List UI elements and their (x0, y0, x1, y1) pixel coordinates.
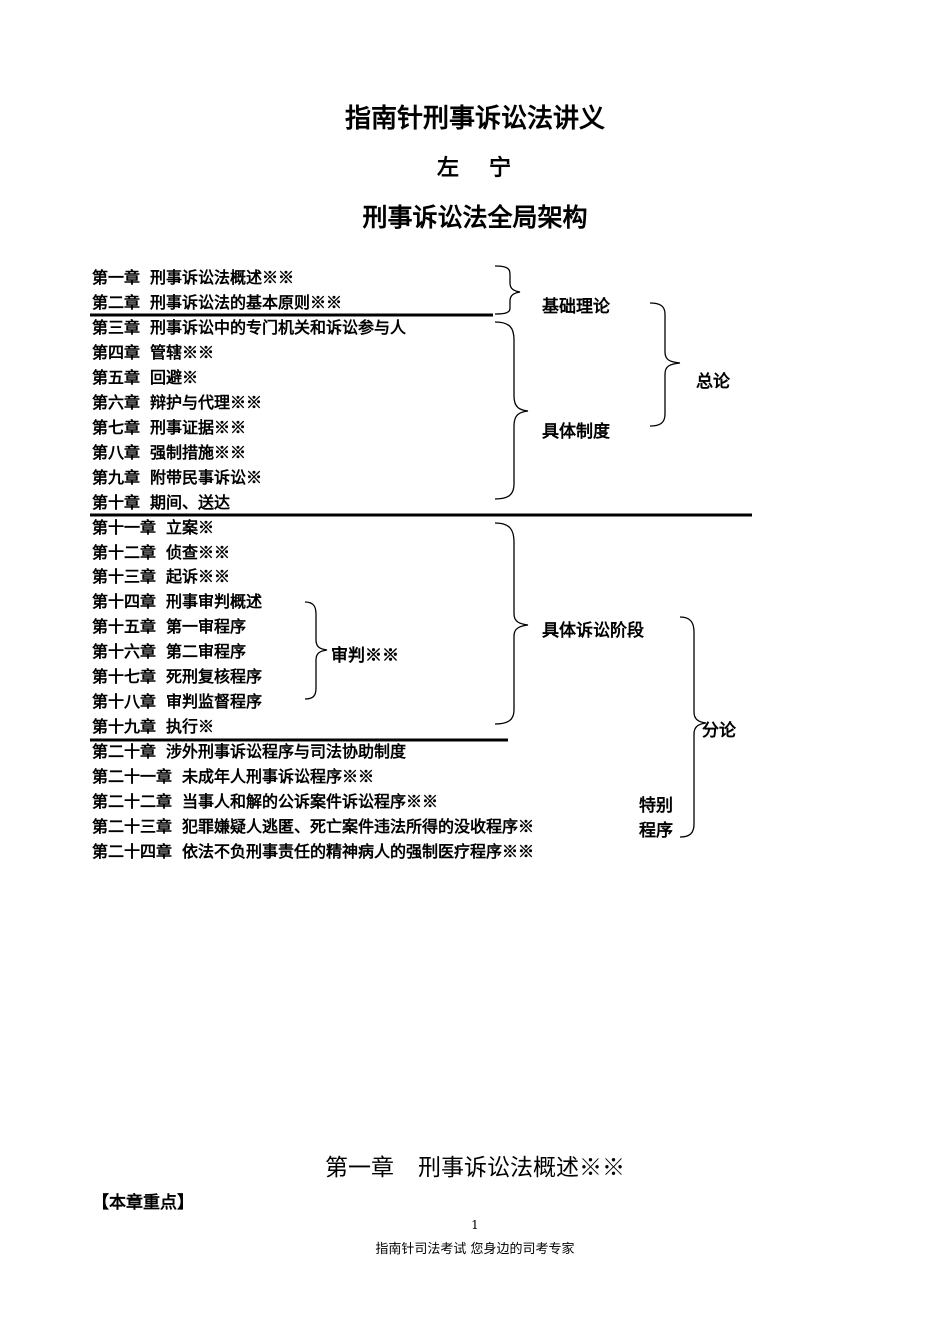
author-name: 左宁 (0, 150, 950, 182)
chapter-number: 第九章 (92, 467, 141, 487)
chapter-title: 立案※ (166, 517, 215, 537)
chapter-row: 第九章附带民事诉讼※ (92, 468, 262, 488)
chapter-number: 第二十二章 (92, 791, 173, 811)
chapter-heading: 第一章刑事诉讼法概述※※ (0, 1148, 950, 1182)
chapter-title: 刑事诉讼法概述※※ (150, 268, 295, 287)
chapter-title: 执行※ (166, 717, 215, 737)
chapter-number: 第十九章 (92, 717, 157, 737)
key-points-label: 【本章重点】 (92, 1193, 194, 1213)
group-label-basic-theory: 基础理论 (542, 297, 610, 317)
chapter-row: 第八章强制措施※※ (92, 443, 246, 463)
chapter-title: 侦查※※ (166, 542, 231, 562)
chapter-row: 第五章回避※ (92, 368, 198, 388)
chapter-title: 当事人和解的公诉案件诉讼程序※※ (182, 791, 439, 811)
chapter-title: 审判监督程序 (166, 692, 263, 712)
chapter-row: 第十七章死刑复核程序 (92, 667, 262, 687)
chapter-title: 未成年人刑事诉讼程序※※ (182, 767, 375, 786)
chapter-row: 第七章刑事证据※※ (92, 418, 246, 438)
document-title: 指南针刑事诉讼法讲义 (344, 104, 605, 134)
chapter-number: 第十四章 (92, 592, 157, 612)
chapter-title: 涉外刑事诉讼程序与司法协助制度 (166, 742, 407, 761)
group-label-specific: 分论 (702, 721, 736, 741)
chapter-row: 第二十四章依法不负刑事责任的精神病人的强制医疗程序※※ (92, 842, 534, 862)
chapter-row: 第一章刑事诉讼法概述※※ (92, 268, 294, 288)
chapter-row: 第十一章立案※ (92, 518, 214, 538)
brace-specific-system (494, 321, 529, 500)
chapter-title: 期间、送达 (150, 492, 231, 512)
chapter-number: 第八章 (92, 442, 141, 462)
chapter-title: 刑事审判概述 (166, 592, 263, 612)
chapter-title: 起诉※※ (166, 567, 231, 587)
chapter-number: 第二章 (92, 292, 141, 312)
author-given-name: 宁 (489, 155, 514, 181)
author-surname: 左 (436, 155, 461, 181)
brace-litigation-stages (494, 522, 529, 725)
chapter-number: 第四章 (92, 342, 141, 362)
group-label-general: 总论 (696, 372, 730, 392)
chapter-number: 第十三章 (92, 567, 157, 587)
chapter-number: 第一章 (92, 268, 141, 287)
chapter-row: 第六章辩护与代理※※ (92, 393, 262, 413)
chapter-row: 第三章刑事诉讼中的专门机关和诉讼参与人 (92, 318, 406, 338)
chapter-number: 第五章 (92, 367, 141, 387)
chapter-number: 第十八章 (92, 692, 157, 712)
footer-slogan: 指南针司法考试 您身边的司考专家 (375, 1242, 575, 1257)
brace-general (649, 302, 681, 427)
chapter-row: 第十九章执行※ (92, 717, 214, 737)
chapter-row: 第二十章涉外刑事诉讼程序与司法协助制度 (92, 742, 406, 762)
chapter-row: 第十四章刑事审判概述 (92, 592, 262, 612)
chapter-row: 第二章刑事诉讼法的基本原则※※ (92, 293, 342, 313)
chapter-number: 第七章 (92, 417, 141, 437)
chapter-row: 第二十三章犯罪嫌疑人逃匿、死亡案件违法所得的没收程序※ (92, 817, 534, 837)
chapter-title: 依法不负刑事责任的精神病人的强制医疗程序※※ (182, 841, 535, 861)
group-label-special-line1: 特别 (639, 796, 673, 816)
group-label-trial: 审判※※ (331, 646, 399, 666)
chapter-title: 刑事证据※※ (150, 417, 247, 437)
chapter-title: 死刑复核程序 (166, 667, 263, 687)
chapter-title: 刑事诉讼中的专门机关和诉讼参与人 (150, 317, 407, 337)
chapter-row: 第十八章审判监督程序 (92, 692, 262, 712)
chapter-title: 第二审程序 (166, 642, 247, 662)
chapter-heading-title: 刑事诉讼法概述※※ (418, 1155, 625, 1181)
brace-trial (304, 601, 328, 700)
chapter-row: 第十六章第二审程序 (92, 642, 246, 662)
chapter-row: 第十二章侦查※※ (92, 543, 230, 563)
brace-basic-theory (494, 265, 521, 315)
chapter-row: 第二十二章当事人和解的公诉案件诉讼程序※※ (92, 792, 438, 812)
chapter-title: 犯罪嫌疑人逃匿、死亡案件违法所得的没收程序※ (182, 816, 535, 836)
chapter-number: 第十一章 (92, 517, 157, 537)
chapter-number: 第二十一章 (92, 767, 173, 786)
structure-title: 刑事诉讼法全局架构 (362, 203, 588, 232)
chapter-title: 管辖※※ (150, 342, 215, 362)
chapter-title: 辩护与代理※※ (150, 392, 263, 412)
chapter-title: 回避※ (150, 367, 199, 387)
chapter-number: 第二十章 (92, 742, 157, 761)
chapter-row: 第十五章第一审程序 (92, 617, 246, 637)
group-label-special-line2: 程序 (639, 821, 673, 841)
chapter-number: 第二十三章 (92, 816, 173, 836)
chapter-number: 第十五章 (92, 617, 157, 637)
chapter-title: 第一审程序 (166, 617, 247, 637)
chapter-row: 第十章期间、送达 (92, 493, 230, 513)
chapter-number: 第三章 (92, 317, 141, 337)
chapter-title: 强制措施※※ (150, 442, 247, 462)
chapter-number: 第二十四章 (92, 841, 173, 861)
chapter-title: 刑事诉讼法的基本原则※※ (150, 292, 343, 312)
chapter-title: 附带民事诉讼※ (150, 467, 263, 487)
chapter-row: 第十三章起诉※※ (92, 567, 230, 587)
page-number: 1 (471, 1218, 479, 1232)
chapter-number: 第十六章 (92, 642, 157, 662)
chapter-heading-number: 第一章 (325, 1155, 394, 1181)
chapter-row: 第四章管辖※※ (92, 343, 214, 363)
chapter-number: 第六章 (92, 392, 141, 412)
group-label-specific-system: 具体制度 (542, 422, 610, 442)
chapter-row: 第二十一章未成年人刑事诉讼程序※※ (92, 767, 374, 787)
chapter-number: 第十章 (92, 492, 141, 512)
chapter-number: 第十二章 (92, 542, 157, 562)
group-label-litigation-stages: 具体诉讼阶段 (542, 621, 644, 641)
chapter-number: 第十七章 (92, 667, 157, 687)
